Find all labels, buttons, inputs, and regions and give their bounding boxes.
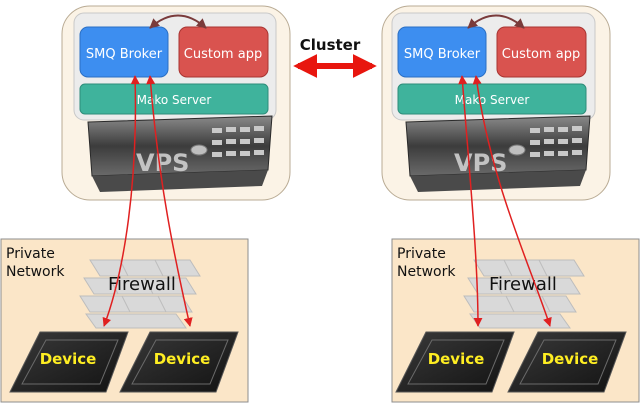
device-chip[interactable]: Device: [119, 331, 239, 393]
vps-label: VPS: [454, 149, 507, 177]
device-label: Device: [40, 350, 97, 368]
broker-device-link: [472, 75, 552, 327]
smq-broker-box[interactable]: [397, 26, 487, 78]
device-label: Device: [542, 350, 599, 368]
vps-label: VPS: [136, 149, 189, 177]
cluster-node-right: VPS SMQ Broker Custom app Mako Server Pr…: [381, 5, 640, 403]
custom-app-label: Custom app: [184, 47, 262, 62]
broker-device-link: [146, 75, 193, 327]
cluster-node-left: VPS SMQ Broker Custom app Mako Server Pr…: [0, 5, 291, 403]
smq-broker-label: SMQ Broker: [404, 47, 481, 62]
private-network-label-line2: Network: [397, 264, 456, 280]
broker-device-link: [102, 75, 140, 327]
custom-app-label: Custom app: [502, 47, 580, 62]
cluster-label: Cluster: [300, 36, 361, 54]
device-chip[interactable]: Device: [9, 331, 129, 393]
device-label: Device: [154, 350, 211, 368]
broker-app-link: [467, 14, 525, 29]
custom-app-box[interactable]: [178, 26, 269, 78]
private-network-label-line1: Private: [397, 246, 446, 262]
mako-server-label: Mako Server: [455, 93, 530, 107]
device-label: Device: [428, 350, 485, 368]
private-network-label-line1: Private: [6, 246, 55, 262]
smq-broker-label: SMQ Broker: [86, 47, 163, 62]
private-network-label-line2: Network: [6, 264, 65, 280]
device-chip[interactable]: Device: [395, 331, 515, 393]
mako-server-label: Mako Server: [137, 93, 212, 107]
device-chip[interactable]: Device: [507, 331, 627, 393]
broker-app-link: [149, 14, 207, 29]
firewall-label: Firewall: [489, 274, 557, 295]
